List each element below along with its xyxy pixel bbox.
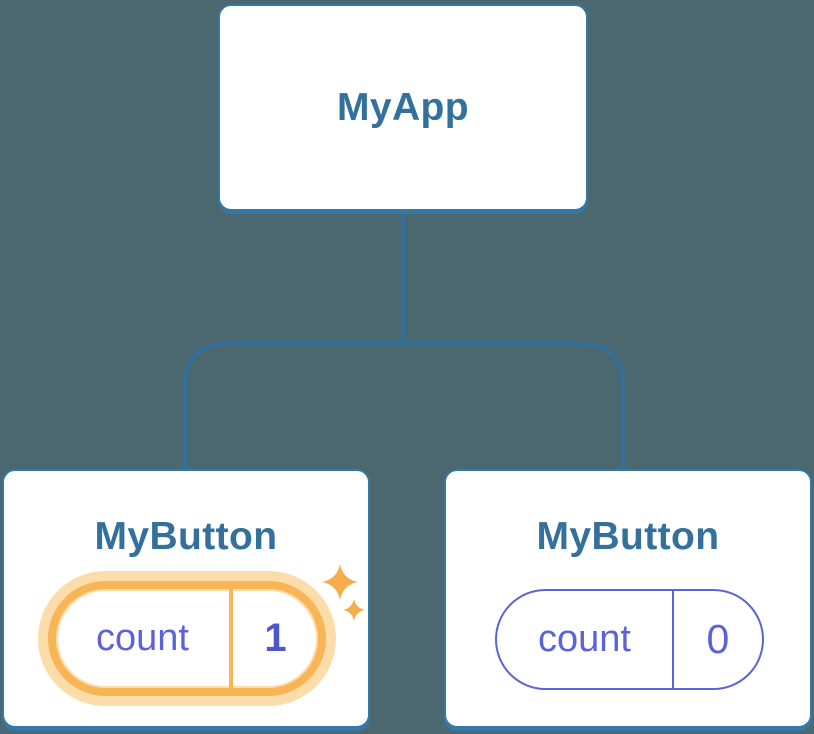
component-name-left: MyButton [94,515,278,558]
state-key-left: count [95,617,189,659]
component-name-right: MyButton [536,515,720,558]
node-card-mybutton: MyButton count 0 [444,469,812,728]
node-card-myapp: MyApp [218,4,588,211]
state-value-left: 1 [228,589,318,688]
state-pill-left: count 1 [48,581,326,696]
connector-branch [183,342,625,469]
state-value-right: 0 [671,591,762,688]
node-card-mybutton-updated: MyButton count 1 [2,469,370,728]
state-key-right: count [537,618,631,660]
component-name-root: MyApp [337,85,469,129]
state-pill-right: count 0 [495,589,764,690]
state-pill-highlight-ring: count 1 [38,571,336,706]
